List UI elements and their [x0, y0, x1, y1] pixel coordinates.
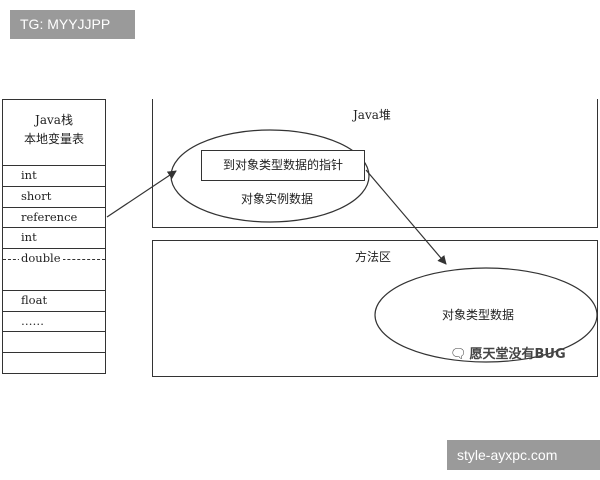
stack-row-label: reference [21, 209, 78, 224]
stack-row-label: float [21, 292, 48, 307]
author-watermark: 🗨愿天堂没有BUG [450, 343, 566, 362]
stack-row-label: short [21, 188, 52, 203]
watermark-bottom: style-ayxpc.com [447, 440, 600, 470]
stack-row-reference: reference [3, 208, 105, 229]
stack-header: Java栈 本地变量表 [3, 100, 105, 166]
stack-title: Java栈 [35, 113, 73, 127]
java-heap-area [152, 99, 598, 228]
stack-subtitle: 本地变量表 [23, 132, 84, 146]
stack-row-int-2: int [3, 228, 105, 250]
stack-row-label: …… [21, 313, 44, 328]
reference-arrow [106, 170, 177, 218]
object-instance-label: 对象实例数据 [241, 192, 314, 206]
method-area [152, 240, 598, 377]
watermark-top: TG: MYYJJPP [10, 10, 135, 39]
stack-row-double: double [3, 249, 105, 291]
stack-row-label: int [21, 230, 37, 245]
stack-row-short: short [3, 187, 105, 208]
heap-title: Java堆 [353, 108, 391, 122]
method-area-title: 方法区 [355, 250, 392, 264]
stack-row-label: double [19, 251, 63, 266]
stack-row-empty [3, 332, 105, 354]
type-pointer-arrow [365, 169, 447, 265]
stack-row-int: int [3, 166, 105, 187]
pointer-to-type-box: 到对象类型数据的指针 [201, 150, 365, 181]
author-name: 愿天堂没有BUG [469, 347, 566, 362]
stack-row-label: int [21, 168, 37, 182]
object-type-ellipse [374, 267, 598, 363]
object-type-label: 对象类型数据 [442, 308, 515, 322]
pointer-to-type-label: 到对象类型数据的指针 [222, 158, 343, 172]
stack-row-ellipsis: …… [3, 312, 105, 333]
java-stack-table: Java栈 本地变量表 int short reference int doub… [2, 99, 106, 374]
wechat-icon: 🗨 [450, 347, 467, 362]
stack-row-float: float [3, 291, 105, 312]
